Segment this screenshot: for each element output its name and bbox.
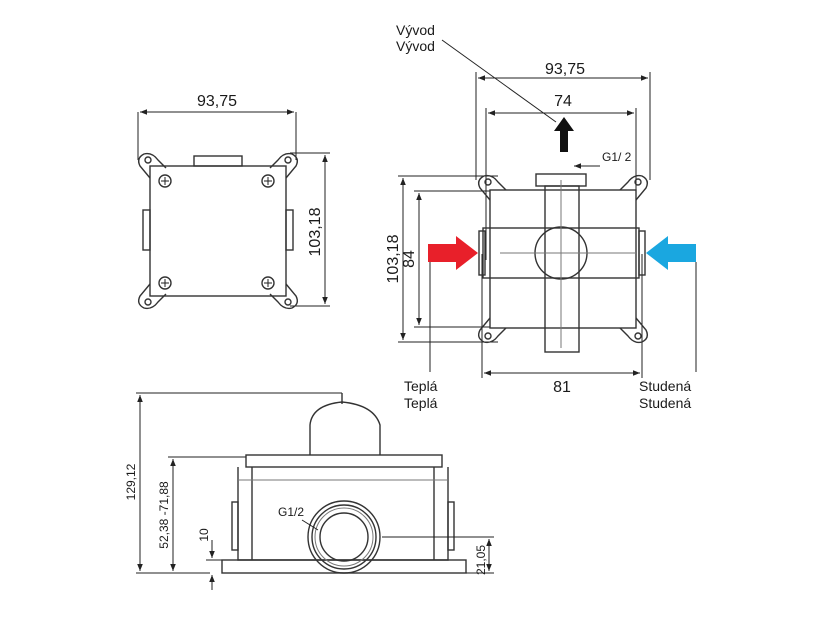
top-left-view: 93,75 103,18 (137, 93, 330, 310)
mounting-ear (261, 152, 299, 188)
port-inner-ring (319, 512, 369, 562)
mounting-ear (619, 174, 649, 201)
inner-height-dim-label: 84 (401, 250, 418, 268)
mounting-ear (137, 152, 172, 188)
width-dim-label: 93,75 (197, 93, 237, 110)
top-connector (193, 155, 243, 167)
box-body (149, 165, 287, 297)
outlet-label: Vývod (396, 22, 435, 38)
cold-water-arrow (646, 236, 696, 270)
outlet-arrow (554, 117, 574, 152)
right-flange (447, 501, 455, 551)
mounting-ear (619, 317, 649, 344)
valve-box (489, 189, 637, 329)
port-thread-label: G1/2 (278, 505, 304, 519)
axis-height-dim-label: 21,05 (474, 545, 488, 575)
thread-label: G1/ 2 (602, 150, 632, 164)
handle-cap (309, 401, 381, 455)
outlet-leader (441, 39, 557, 123)
port-outer-ring (307, 500, 381, 574)
left-pipe-end (478, 230, 486, 276)
right-pipe-end (638, 230, 646, 276)
outer-width-dim-label: 93,75 (545, 61, 585, 78)
cold-label: Studená (639, 395, 691, 411)
port-mid-ring (311, 504, 377, 570)
hot-label: Teplá (404, 395, 438, 411)
mounting-ear (261, 276, 299, 310)
right-port (285, 209, 294, 251)
base-dim-label: 10 (197, 528, 211, 542)
top-plate (245, 454, 443, 468)
hot-label: Teplá (404, 378, 438, 394)
hot-water-arrow (428, 236, 478, 270)
side-view: 129,12 52,38 -71,88 10 G1/2 (124, 392, 494, 590)
height-dim-label: 103,18 (307, 207, 324, 256)
left-flange (231, 501, 239, 551)
mounting-ear (137, 276, 172, 310)
cold-label: Studená (639, 378, 691, 394)
bottom-width-dim-label: 81 (553, 379, 571, 396)
mounting-ear (477, 317, 507, 344)
mounting-ear (477, 174, 507, 201)
inner-width-dim-label: 74 (554, 93, 572, 110)
install-depth-dim-label: 52,38 -71,88 (157, 481, 171, 549)
top-right-view: Vývod Vývod 93,75 74 G1/ 2 103,18 84 81 (385, 22, 697, 411)
left-port (142, 209, 151, 251)
total-height-dim-label: 129,12 (124, 463, 138, 500)
outer-height-dim-label: 103,18 (385, 234, 402, 283)
outlet-label: Vývod (396, 38, 435, 54)
outlet-stem (544, 185, 580, 353)
